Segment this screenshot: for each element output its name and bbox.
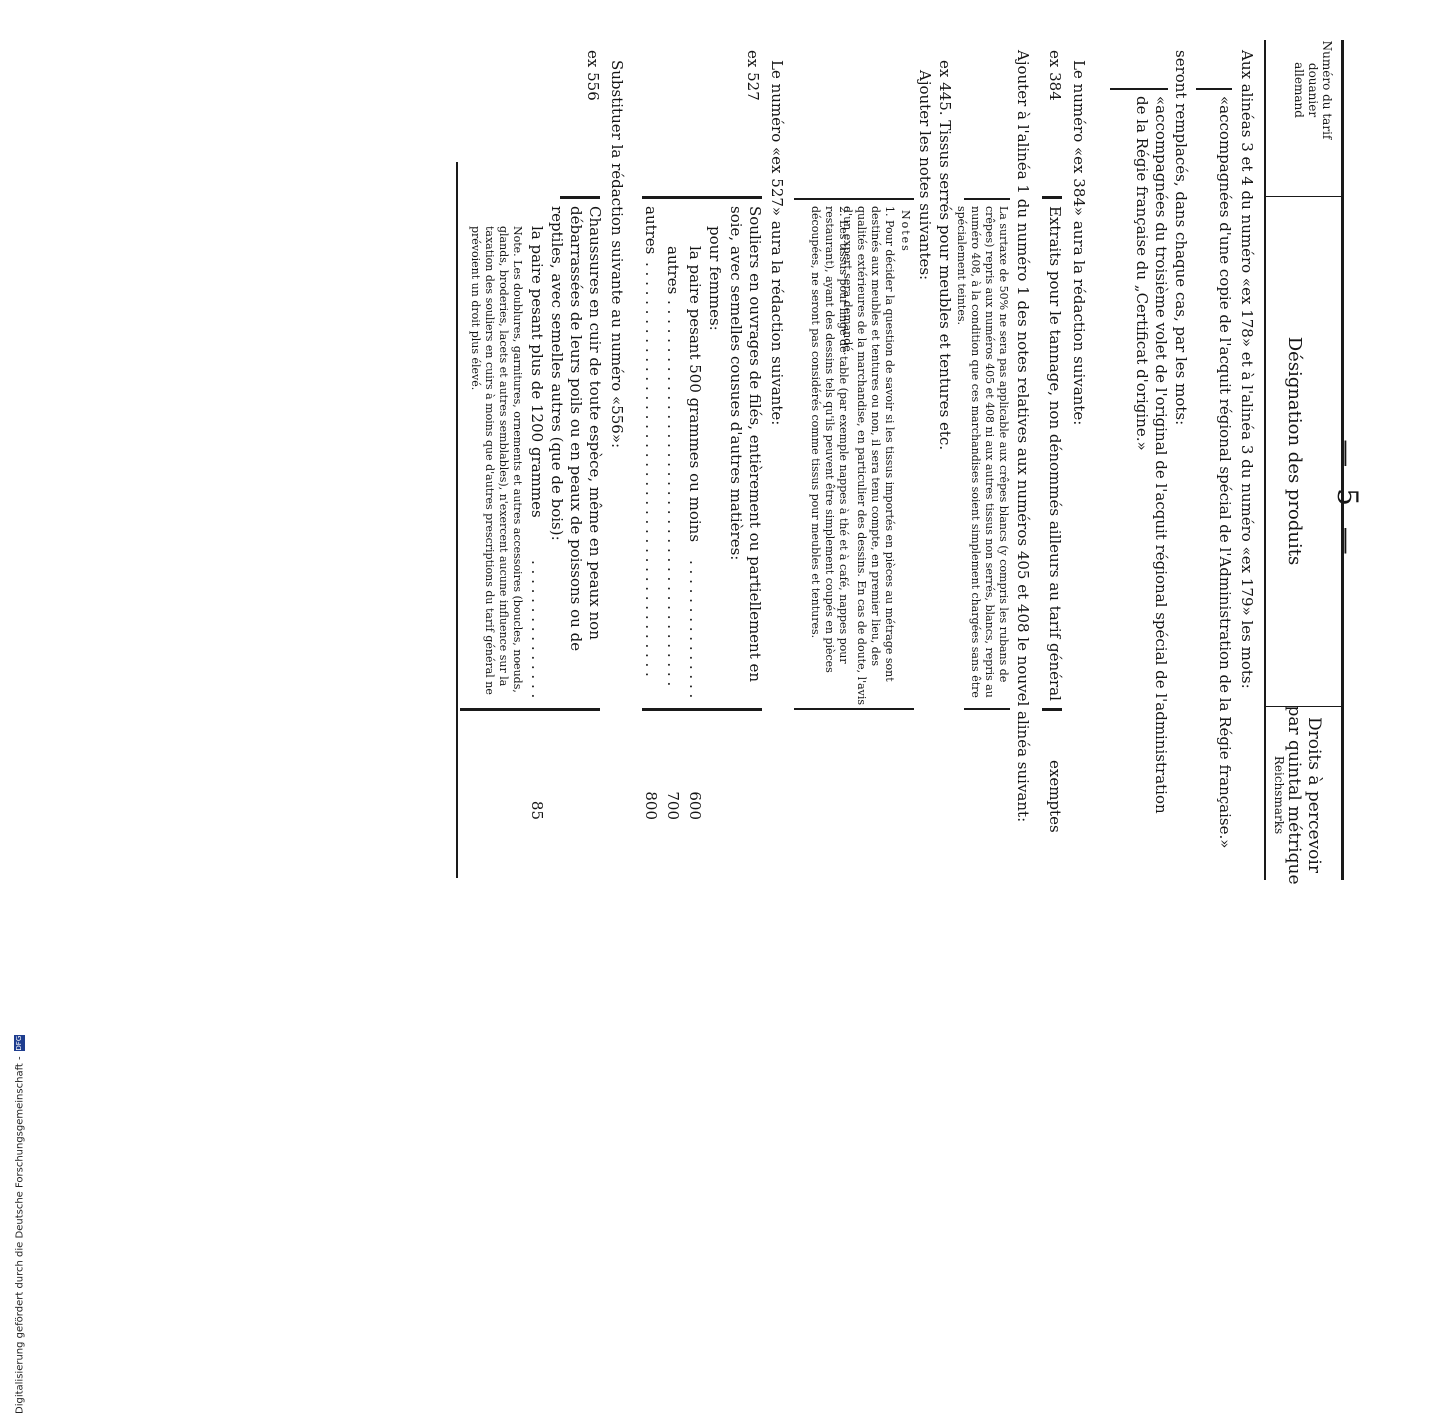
ex527-rate-bar — [642, 708, 762, 711]
notes-title: Notes — [899, 210, 912, 253]
note-surtaxe-text: La surtaxe de 50% ne sera pas applicable… — [955, 206, 1010, 698]
credit-strip: Digitalisierung gefördert durch die Deut… — [14, 1014, 34, 1414]
ex527-row-1-rate: 600 — [686, 791, 704, 820]
ex556-rate: 85 — [528, 800, 546, 820]
header-col-unit: Reichsmarks — [1272, 755, 1286, 835]
ex527-row-3-rate: 800 — [642, 791, 660, 820]
ex384-rate-bar — [1042, 708, 1062, 711]
substituer-text: Substituer la rédaction suivante au numé… — [608, 60, 626, 449]
notes-bar-left — [794, 198, 914, 200]
note-556-text: Note. Les doublures, garnitures, ornemen… — [469, 226, 524, 695]
ex556-bar — [560, 196, 600, 199]
ex384-bar — [1042, 196, 1062, 199]
ajouter-notes-text: Ajouter les notes suivantes: — [916, 70, 934, 281]
header-col-numero: Numéro du tarif douanier allemand — [1292, 40, 1334, 140]
ex527-row-2-rate: 700 — [664, 791, 682, 820]
quote2-text: «accompagnées du troisième volet de l'or… — [1133, 96, 1170, 814]
aux-alineas-text: Aux alinéas 3 et 4 du numéro «ex 178» et… — [1238, 50, 1256, 689]
quote1-bar — [1196, 88, 1232, 90]
ex384-text: Extraits pour le tannage, non dénommés a… — [1046, 206, 1064, 701]
ex384-rate: exemptes — [1046, 760, 1064, 833]
ex445-text: ex 445. Tissus serrés pour meubles et te… — [936, 60, 954, 451]
le-numero-527-text: Le numéro «ex 527» aura la rédaction sui… — [768, 60, 786, 426]
note-surtaxe-bar-right — [964, 708, 1010, 710]
dfg-logo: DFG — [14, 1035, 25, 1052]
pour-femmes-text: pour femmes: — [706, 226, 724, 331]
scanned-page: — 5 — Numéro du tarif douanier allemand … — [456, 40, 1364, 885]
ex527-code: ex 527 — [744, 50, 762, 101]
header-col-designation: Désignation des produits — [1284, 336, 1305, 566]
credit-text: Digitalisierung gefördert durch die Deut… — [14, 1056, 26, 1414]
ex527-bar — [642, 196, 762, 199]
ex527-row-1-dots: . . . . . . . . . . . . . . . . — [686, 560, 704, 700]
ex527-row-2-dots: . . . . . . . . . . . . . . . . . . . . … — [664, 300, 682, 687]
ex527-text: Souliers en ouvrages de filés, entièreme… — [727, 206, 764, 683]
header-col-droits: Droits à percevoir par quintal métrique — [1284, 705, 1324, 885]
ex556-sub-dots: . . . . . . . . . . . . . . . — [528, 560, 546, 699]
ex527-row-3-dots: . . . . . . . . . . . . . . . . . . . . … — [642, 262, 660, 677]
note-surtaxe-bar-left — [964, 198, 1010, 200]
ex384-code: ex 384 — [1046, 50, 1064, 101]
ex556-text: Chaussures en cuir de toute espèce, même… — [548, 206, 604, 652]
le-numero-384-text: Le numéro «ex 384» aura la rédaction sui… — [1070, 60, 1088, 426]
ajouter-alinea-text: Ajouter à l'alinéa 1 du numéro 1 des not… — [1014, 50, 1032, 823]
header-bottom-rule — [1264, 40, 1266, 880]
page-number: — 5 — — [1331, 439, 1364, 561]
quote1-text: «accompagnées d'une copie de l'acquit ré… — [1216, 96, 1234, 849]
notes-bar-right — [794, 708, 914, 710]
header-sep-1 — [1266, 196, 1344, 197]
ex556-rate-bar — [460, 708, 600, 711]
ex556-code: ex 556 — [584, 50, 602, 101]
note-2-text: 2. Les tissus pour linge de table (par e… — [809, 206, 850, 673]
quote2-bar — [1110, 88, 1168, 90]
seront-text: seront remplacés, dans chaque cas, par l… — [1172, 50, 1190, 426]
header-top-rule — [1341, 40, 1344, 880]
bottom-rule — [456, 162, 458, 878]
